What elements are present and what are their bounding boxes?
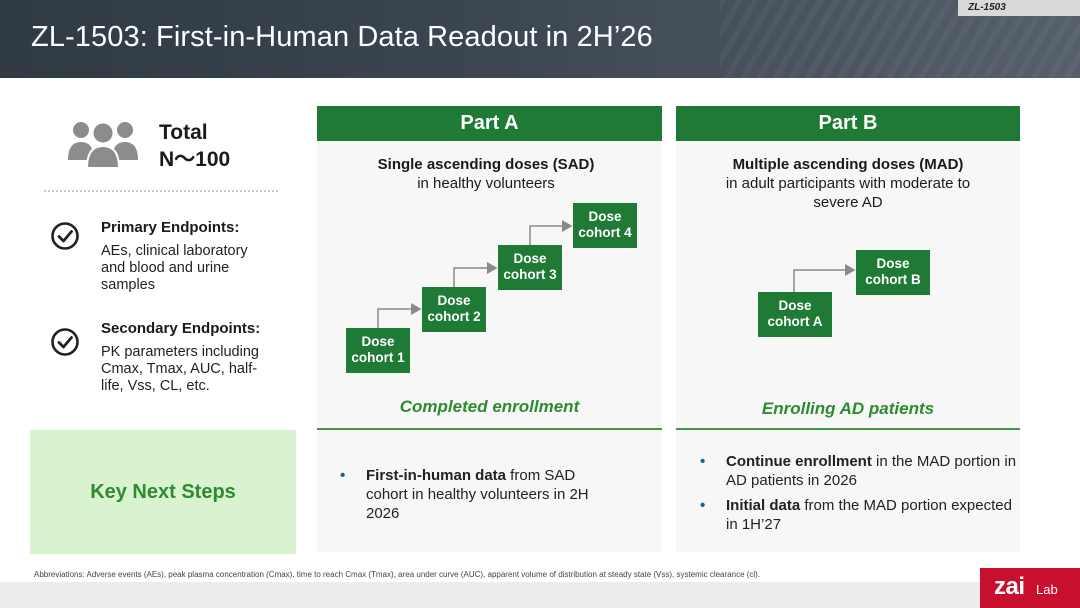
part-b-header: Part B [676, 106, 1020, 141]
part-a-description: Single ascending doses (SAD) in healthy … [317, 155, 655, 193]
check-circle-icon [51, 222, 79, 250]
primary-endpoints-title: Primary Endpoints: [101, 219, 240, 236]
key-next-steps-label: Key Next Steps [90, 481, 236, 503]
total-participants: Total N～100 [159, 119, 230, 173]
list-item: •Initial data from the MAD portion expec… [700, 497, 1012, 533]
part-a-desc-sub: in healthy volunteers [417, 175, 555, 192]
part-a-next-steps: •First-in-human data from SAD cohort in … [340, 466, 612, 529]
part-b-steps-panel [676, 430, 1020, 552]
logo-lab: Lab [1036, 582, 1058, 597]
part-b-panel [676, 141, 1020, 429]
logo-zai: zai [994, 573, 1025, 600]
footer-bar [0, 582, 1080, 608]
page-title: ZL-1503: First-in-Human Data Readout in … [31, 21, 653, 53]
total-label: Total [159, 121, 208, 144]
part-a-panel [317, 141, 662, 429]
part-a-step-arrows [377, 220, 573, 329]
part-b-desc-title: Multiple ascending doses (MAD) [732, 156, 964, 173]
list-item: •First-in-human data from SAD cohort in … [340, 467, 589, 522]
part-a-steps-panel [317, 430, 662, 552]
primary-endpoints-body: AEs, clinical laboratory and blood and u… [101, 243, 248, 293]
part-b-step-arrows [793, 264, 856, 292]
part-b-description: Multiple ascending doses (MAD) in adult … [706, 155, 990, 212]
part-b-desc-sub: in adult participants with moderate to s… [725, 175, 971, 211]
key-next-steps-box: Key Next Steps [30, 430, 296, 554]
title-bar: ZL-1503: First-in-Human Data Readout in … [0, 0, 1080, 78]
program-tag: ZL-1503 [958, 0, 1080, 16]
part-b-divider [676, 428, 1020, 430]
part-a-divider [317, 428, 662, 430]
part-a-desc-title: Single ascending doses (SAD) [377, 156, 595, 173]
list-item: •Continue enrollment in the MAD portion … [700, 453, 1017, 489]
secondary-endpoints-title: Secondary Endpoints: [101, 320, 261, 337]
secondary-endpoints-body: PK parameters including Cmax, Tmax, AUC,… [101, 344, 259, 394]
abbreviations-footnote: Abbreviations: Adverse events (AEs), pea… [34, 570, 761, 579]
part-a-header: Part A [317, 106, 662, 141]
company-logo: zai Lab [980, 568, 1080, 608]
check-circle-icon [51, 328, 79, 356]
part-a-status: Completed enrollment [399, 397, 580, 416]
dotted-divider [44, 190, 278, 192]
total-value: N～100 [159, 148, 231, 171]
part-b-status: Enrolling AD patients [761, 399, 935, 418]
people-icon [68, 122, 138, 168]
part-b-next-steps: •Continue enrollment in the MAD portion … [700, 452, 1018, 540]
